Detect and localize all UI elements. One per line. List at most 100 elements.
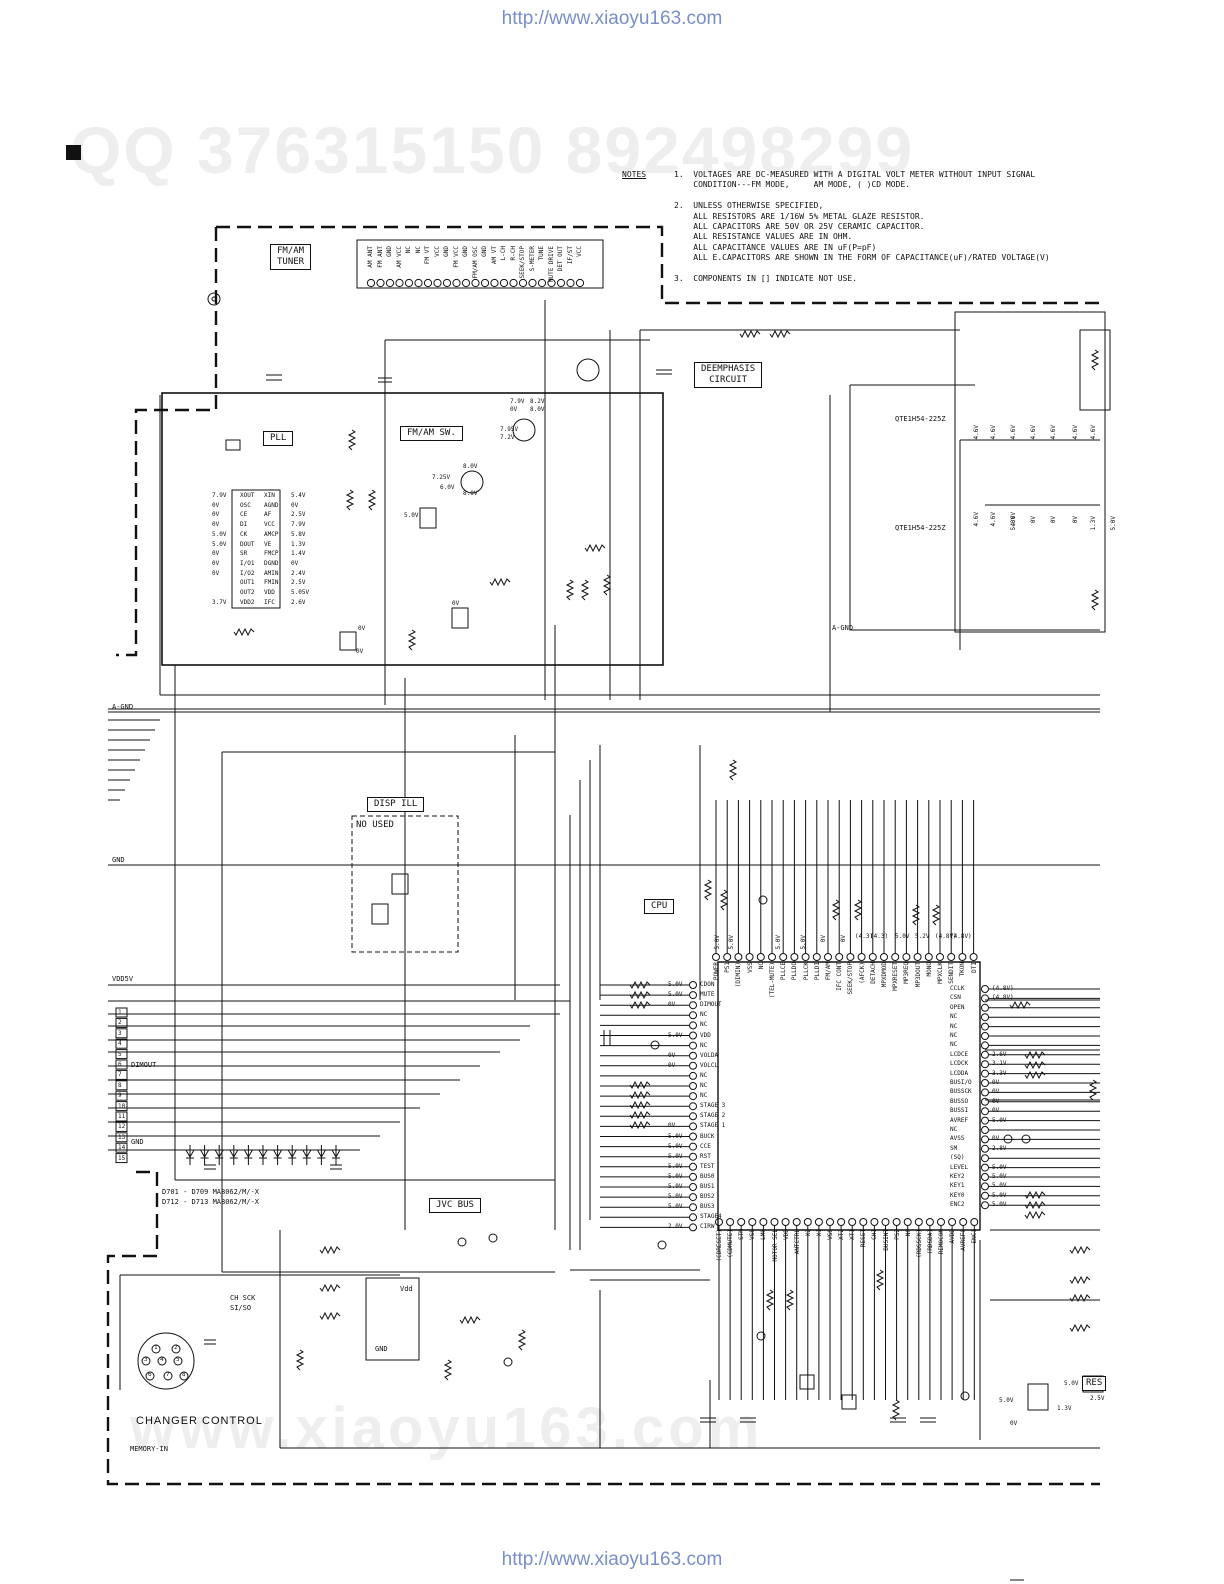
changer-pin-number: 5	[176, 1356, 180, 1363]
cpu-voltage-left: 0V	[668, 1122, 676, 1130]
pll-voltage-right: 0V	[291, 559, 299, 567]
cpu-voltage-left: 5.0V	[668, 1142, 683, 1150]
pll-voltage-right: 7.9V	[291, 521, 306, 529]
cpu-pin-top	[880, 953, 888, 961]
resistor	[703, 879, 713, 901]
pll-pin-right: DGND	[264, 559, 279, 567]
cpu-pin-bottom-label: X2	[804, 1229, 812, 1237]
misc-voltage: 4.6V	[990, 512, 997, 527]
pll-pin-right: FMCP	[264, 550, 279, 558]
misc-voltage: 5.0V	[728, 935, 735, 950]
cpu-pin-left-label: BUS0	[700, 1172, 715, 1180]
cpu-pin-bottom	[859, 1218, 868, 1226]
resistor	[319, 1283, 341, 1293]
cpu-pin-left-label: VDD	[700, 1031, 711, 1039]
diode	[272, 1145, 283, 1165]
cpu-pin-top-label: VSS	[746, 962, 754, 973]
tuner-pin	[490, 278, 499, 288]
cpu-pin-top-label: FM/AM	[825, 962, 832, 981]
cpu-pin-top-label: DETACH	[869, 962, 877, 984]
changer-control-label: CHANGER CONTROL	[136, 1415, 263, 1427]
misc-voltage: 5.2V	[915, 933, 930, 940]
cpu-pin-bottom	[803, 1218, 812, 1226]
cpu-pin-top	[801, 953, 810, 961]
changer-pin-number: 4	[160, 1356, 164, 1363]
connector-pin-number: 14	[118, 1144, 126, 1152]
cpu-pin-top-label: (DIMIN)	[735, 962, 743, 988]
cpu-pin-bottom-label: ENC1	[971, 1229, 979, 1244]
transistor-q1	[576, 358, 600, 382]
notes-line: 1. VOLTAGES ARE DC-MEASURED WITH A DIGIT…	[674, 170, 1036, 179]
tuner-pin	[404, 278, 414, 288]
cpu-pin-left-label: STAGE 1	[700, 1122, 726, 1130]
cpu-pin-left-label: STAGE 2	[700, 1112, 726, 1120]
connector-pin	[115, 1101, 128, 1112]
cpu-pin-top	[868, 953, 877, 961]
resistor	[407, 629, 417, 651]
fmsw-voltage: 0V	[452, 600, 460, 607]
cpu-pin-right-label: OPEN	[950, 1003, 965, 1011]
cpu-pin-left-label: CDON	[700, 981, 715, 988]
pll-pin-left: CK	[240, 530, 248, 538]
test-point-9	[756, 1331, 766, 1341]
connector-pin-number: 8	[118, 1081, 122, 1089]
fmsw-voltage: 7.2V	[500, 434, 515, 441]
resistor	[629, 1080, 651, 1090]
connector-pin-number: 2	[118, 1019, 122, 1027]
cpu-pin-top-label: IFC CONT	[836, 962, 844, 991]
pll-pin-left: I/O1	[240, 559, 255, 567]
cpu-pin-bottom-label: STM	[738, 1229, 746, 1240]
diode	[243, 1145, 254, 1165]
cpu-pin-left	[689, 1122, 697, 1131]
misc-voltage: 5.0V	[1010, 516, 1017, 531]
misc-voltage: (4.8V)	[935, 933, 957, 940]
cpu-pin-top	[947, 953, 956, 961]
connector-pin-number: 1	[118, 1009, 122, 1016]
misc-voltage: 0V	[820, 935, 827, 943]
resistor	[580, 579, 590, 601]
resistor	[765, 1289, 775, 1311]
resistor	[891, 1399, 901, 1421]
tuner-pin-label: R-CH	[509, 246, 517, 261]
resistor	[853, 899, 863, 921]
cpu-pin-top-label: PS1	[724, 962, 732, 973]
resistor	[1024, 1200, 1046, 1210]
transistor-q5	[451, 607, 469, 629]
net-gnd: GND	[112, 856, 125, 864]
tuner-pin-label: NC	[414, 246, 422, 254]
cpu-pin-top-label: TKON	[959, 962, 967, 977]
resistor	[931, 904, 941, 926]
cpu-pin-left	[689, 1082, 697, 1090]
diode	[214, 1145, 225, 1165]
cpu-pin-top	[712, 953, 720, 961]
antenna-jack-center	[211, 296, 217, 302]
cpu-pin-top-label: MPXRESET	[892, 962, 900, 991]
cpu-pin-right-label: (SQ)	[950, 1154, 965, 1162]
tuner-module	[356, 239, 604, 289]
header-url[interactable]: http://www.xiaoyu163.com	[501, 8, 723, 29]
connector-pin-number: 15	[118, 1154, 126, 1162]
cpu-pin-left	[689, 1031, 697, 1040]
tuner-pin	[442, 278, 452, 288]
test-point-7	[657, 1240, 667, 1250]
transistor-q6	[391, 873, 409, 895]
pll-pin-right: FMIN	[264, 579, 279, 587]
tuner-pin	[385, 278, 395, 288]
cpu-pin-left	[689, 1051, 697, 1060]
no-used-label: NO USED	[356, 820, 394, 830]
net-gnd2: GND	[131, 1138, 144, 1146]
tuner-pin-label: AM ANT	[367, 246, 374, 268]
left-boundary-lower	[106, 1170, 1100, 1486]
cpu-pin-left	[689, 1092, 697, 1101]
tuner-pin	[547, 278, 556, 288]
cpu-pin-left-label: NC	[700, 1092, 708, 1100]
res-label: RES	[1082, 1376, 1107, 1391]
cpu-pin-left-label: CCE	[700, 1142, 711, 1150]
cpu-pin-top	[756, 953, 765, 961]
cpu-pin-right	[981, 994, 989, 1003]
tuner-pin	[518, 278, 528, 288]
cpu-pin-right	[981, 1041, 989, 1050]
footer-url[interactable]: http://www.xiaoyu163.com	[501, 1549, 723, 1570]
resistor	[602, 574, 612, 596]
tuner-pin-label: FM VT	[424, 246, 431, 265]
